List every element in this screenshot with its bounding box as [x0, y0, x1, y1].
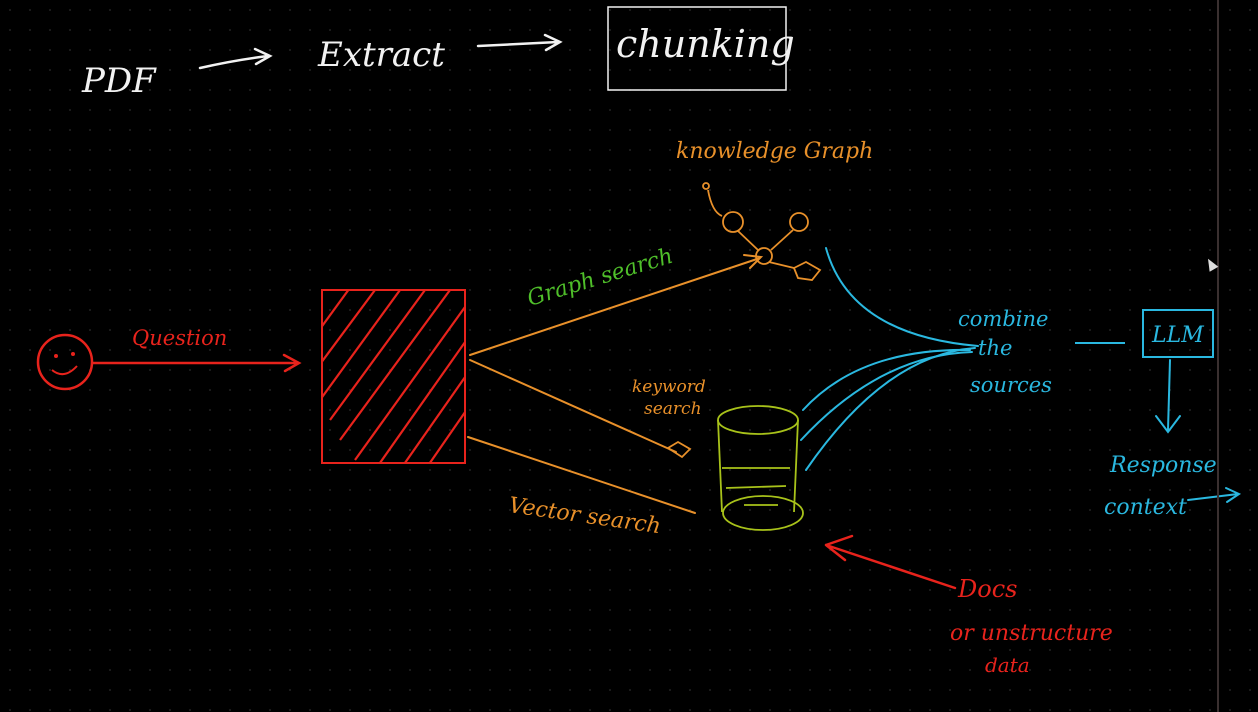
arrow-question-to-retriever: [91, 353, 302, 373]
combine-label-line1: combine: [958, 307, 1048, 331]
response-label-line1: Response: [1109, 453, 1217, 478]
chunking-box: [607, 6, 787, 91]
graph-search-label: Graph search: [524, 244, 676, 312]
llm-label: LLM: [1151, 323, 1204, 348]
combine-curves: [800, 247, 979, 471]
combine-label-line3: sources: [970, 373, 1052, 397]
keyword-search-label-line2: search: [644, 399, 702, 419]
chunking-label: chunking: [616, 22, 795, 66]
database-cylinder-icon: [717, 405, 804, 531]
knowledge-graph-icon: [702, 182, 822, 281]
keyword-search-node: [666, 440, 692, 459]
docs-arrow: [824, 534, 957, 590]
docs-label-line1: Docs: [957, 575, 1017, 603]
vector-search-line: [467, 436, 696, 514]
docs-label-line2: or unstructure: [950, 621, 1113, 646]
canvas-edge-divider: [1217, 0, 1219, 712]
graph-search-line: [469, 254, 764, 356]
extract-label: Extract: [317, 35, 445, 75]
keyword-search-label-line1: keyword: [632, 377, 706, 397]
response-label-line2: context: [1104, 495, 1187, 520]
retriever-box: [321, 289, 466, 464]
combine-label-line2: the: [978, 336, 1012, 360]
vector-search-label: Vector search: [507, 493, 662, 539]
smiley-face-icon: [36, 333, 94, 391]
pdf-label: PDF: [81, 61, 157, 101]
arrow-extract-to-chunking: [476, 33, 563, 52]
response-out-arrow: [1187, 487, 1242, 503]
knowledge-graph-label: knowledge Graph: [676, 139, 873, 164]
arrow-pdf-to-extract: [198, 47, 273, 70]
question-label: Question: [132, 326, 227, 350]
docs-label-line3: data: [985, 653, 1030, 677]
llm-to-response-arrow: [1155, 359, 1181, 434]
llm-box: [1142, 309, 1214, 358]
keyword-search-line: [469, 359, 677, 453]
